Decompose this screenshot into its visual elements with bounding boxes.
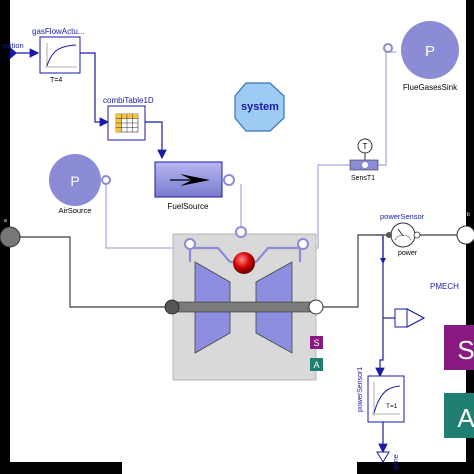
gas-flow-actuator-label: gasFlowActu... [32, 27, 84, 36]
air-source-label: AirSource [59, 206, 92, 215]
temperature-sensor-label: SensT1 [351, 175, 375, 182]
gas-flow-actuator[interactable] [39, 36, 81, 74]
bottom-strip-mid [122, 462, 357, 474]
flue-gases-sink-symbol: P [425, 43, 435, 60]
power-sensor-left-flange[interactable] [386, 232, 392, 238]
flue-gases-sink[interactable] [401, 21, 459, 79]
gas-flow-actuator-param: T=4 [50, 77, 62, 84]
air-source-symbol: P [70, 173, 79, 189]
combi-table-label: combiTable1D [103, 96, 154, 105]
fuel-source-label: FuelSource [168, 202, 209, 211]
position-input-port[interactable] [10, 47, 17, 59]
combustion-chamber [233, 252, 255, 274]
power-sensor1-label: powerSensor1 [357, 367, 364, 412]
turbine-exhaust-port[interactable] [297, 238, 309, 250]
bottom-strip-right [357, 462, 474, 474]
bottom-strip-left [0, 462, 122, 474]
turbine-air-port[interactable] [184, 238, 196, 250]
badge-a-small[interactable] [310, 358, 323, 371]
badge-a-large-text: A [457, 403, 474, 433]
badge-s-large[interactable] [444, 325, 474, 370]
right-port-tag: b [467, 212, 470, 218]
system-block[interactable] [234, 82, 285, 132]
pmech-triangle [406, 308, 426, 328]
combi-table[interactable] [107, 105, 146, 141]
power-sensor1-param: T=1 [386, 403, 398, 410]
gen-output-arrow [376, 451, 390, 463]
flue-gases-sink-label: FlueGasesSink [403, 83, 458, 92]
badge-a-large[interactable] [444, 393, 474, 438]
air-source-port[interactable] [101, 175, 111, 185]
flue-gases-sink-port[interactable] [383, 43, 393, 53]
power-output-arrow [380, 258, 386, 264]
badge-a-small-text: A [313, 360, 319, 370]
position-input-label: osition [2, 41, 24, 50]
turbine-fuel-port[interactable] [235, 226, 247, 238]
left-port-tag: a [4, 218, 7, 224]
fuel-source[interactable] [154, 161, 223, 198]
air-source[interactable] [49, 154, 101, 206]
shaft-left-flange[interactable] [164, 299, 180, 315]
right-shaft-port[interactable] [456, 225, 474, 245]
badge-s-small-text: S [313, 338, 319, 348]
power-sensor-sublabel: power [398, 250, 418, 257]
power-sensor-label: powerSensor [380, 212, 425, 221]
power-sensor[interactable] [390, 222, 416, 248]
temperature-sensor[interactable] [349, 138, 379, 171]
gen-output-label: gene [393, 454, 400, 470]
badge-s-small[interactable] [310, 336, 323, 349]
left-shaft-port[interactable] [0, 226, 21, 248]
pmech-label: PMECH [430, 282, 459, 291]
gas-turbine-unit[interactable] [171, 233, 317, 381]
badge-s-large-text: S [457, 335, 474, 365]
power-sensor-right-flange[interactable] [413, 231, 421, 239]
system-label: system [241, 101, 279, 113]
mechanical-lines [20, 234, 458, 308]
power-sensor1[interactable] [367, 375, 405, 423]
shaft-right-flange[interactable] [308, 299, 324, 315]
fuel-source-port[interactable] [223, 174, 235, 186]
temperature-sensor-symbol: T [363, 142, 368, 151]
